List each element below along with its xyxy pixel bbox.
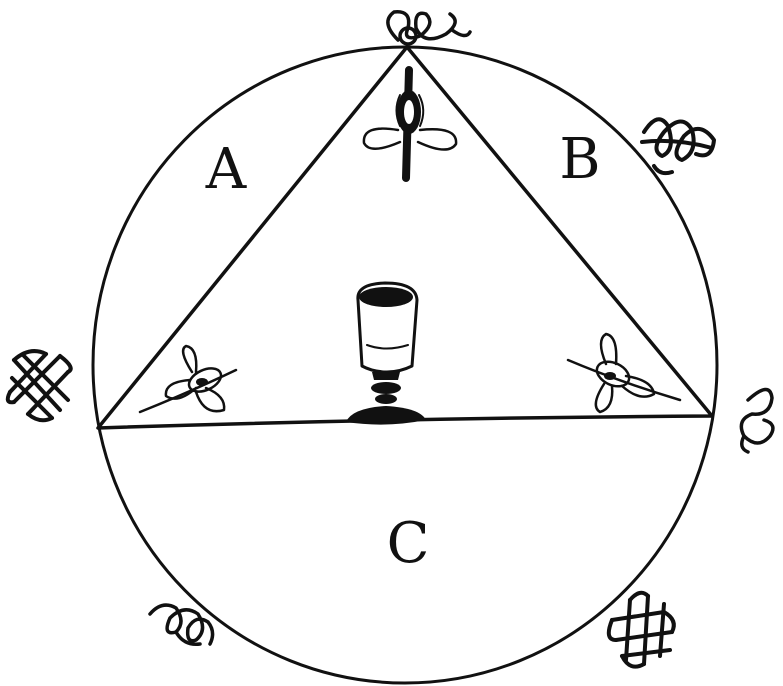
knot-ornament-icon [5, 349, 73, 423]
goblet-icon [346, 281, 426, 425]
knot-ornament-icon [640, 117, 716, 176]
knot-ornament-icon [386, 10, 472, 46]
fly-icon [138, 344, 238, 414]
fly-icon [362, 66, 458, 182]
region-label-b: B [559, 127, 600, 192]
knot-ornament-icon [148, 603, 215, 646]
region-label-a: A [205, 137, 247, 202]
knot-ornament-icon [739, 387, 775, 454]
knot-ornament-icon [606, 590, 676, 669]
region-label-c: C [387, 511, 430, 576]
fly-icon [566, 332, 682, 414]
